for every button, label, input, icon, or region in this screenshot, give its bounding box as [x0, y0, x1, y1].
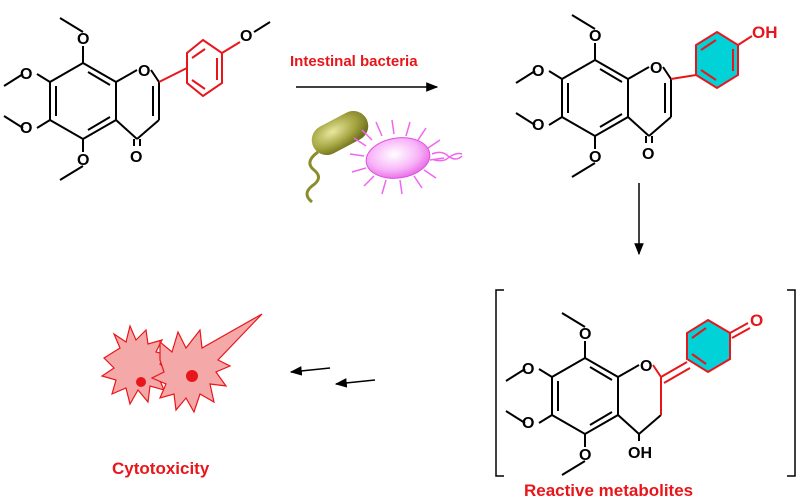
bracket-left — [495, 289, 504, 477]
damaged-cell-icon — [100, 313, 263, 414]
atom-o-ome3c: O — [522, 415, 534, 432]
molecule-hydroxy — [515, 14, 672, 178]
atom-o-ome2c: O — [532, 117, 544, 134]
atom-o-ome2a: O — [589, 28, 601, 45]
quinone-ring-fill — [686, 318, 731, 374]
molecule-parent-methyl — [253, 21, 271, 33]
label-reactive-metabolites: Reactive metabolites — [524, 481, 693, 500]
atom-o-ome1b: O — [20, 66, 32, 83]
bracket-right — [787, 289, 796, 477]
atom-oh-enol: OH — [628, 445, 652, 462]
cell-nucleus-1 — [136, 377, 146, 387]
molecule-hydroxy-b-ring-bonds — [670, 35, 753, 81]
molecule-hydroxy-b-ring-fill — [695, 30, 739, 90]
atom-o-ome2d: O — [589, 149, 601, 166]
molecule-parent — [3, 17, 160, 181]
atom-o-ome3a: O — [579, 326, 591, 343]
flagellated-bacterium-icon — [349, 119, 463, 195]
label-cytotoxicity: Cytotoxicity — [112, 459, 210, 478]
atom-o-ome1c: O — [20, 120, 32, 137]
molecule-quinone-methide-red — [652, 361, 691, 415]
atom-o-carbonyl1: O — [130, 149, 142, 166]
cell-nucleus-2 — [186, 370, 198, 382]
atom-o-ring3: O — [640, 358, 652, 375]
flagellated-bacterium-body — [365, 137, 431, 179]
atom-o-ome1a: O — [77, 31, 89, 48]
atom-o-quinone: O — [750, 311, 763, 330]
atom-o-ome1d: O — [77, 152, 89, 169]
atom-o-ome3d: O — [579, 447, 591, 464]
atom-o-ome2b: O — [532, 63, 544, 80]
atom-o-ome1e: O — [240, 28, 252, 45]
atom-o-ome3b: O — [522, 361, 534, 378]
quinone-ring-bonds — [691, 322, 751, 365]
arrow-step3a — [289, 366, 331, 376]
rod-bacterium-icon — [305, 110, 369, 204]
label-intestinal-bacteria: Intestinal bacteria — [290, 53, 418, 70]
molecule-quinone-methide — [505, 312, 662, 476]
atom-o-ring1: O — [138, 63, 150, 80]
molecule-parent-b-ring — [158, 38, 241, 98]
atom-o-ring2: O — [650, 60, 662, 77]
atom-oh-b2: OH — [752, 23, 778, 42]
arrow-step3b — [334, 378, 376, 388]
atom-o-carbonyl2: O — [642, 146, 654, 163]
